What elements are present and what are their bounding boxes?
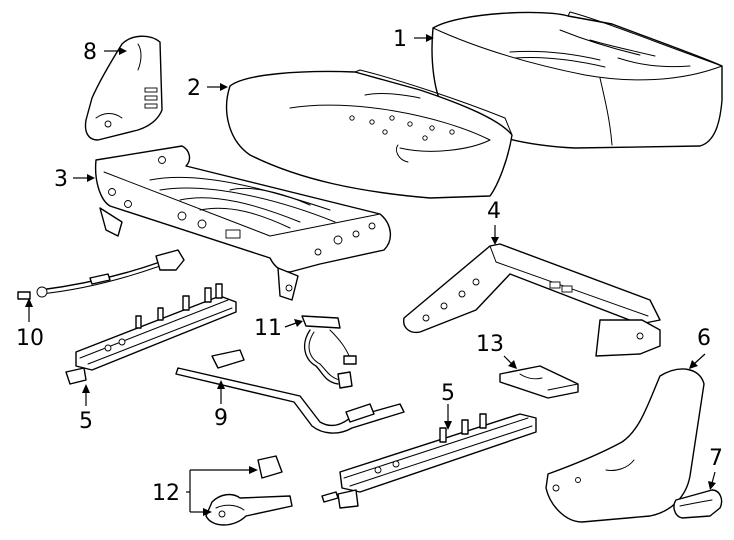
callout-3: 3 [54, 167, 68, 192]
callout-5-right: 5 [441, 381, 455, 406]
callout-9: 9 [214, 406, 228, 431]
seat-cushion-pad [225, 69, 513, 199]
seat-cushion-cover [431, 11, 723, 149]
callout-10: 10 [16, 326, 44, 351]
leader-lines [25, 34, 716, 516]
callout-13: 13 [476, 332, 504, 357]
callout-12: 12 [152, 481, 180, 506]
support-pad [499, 365, 579, 399]
cable-assembly [17, 249, 185, 300]
callout-4: 4 [487, 199, 501, 224]
callout-1: 1 [393, 27, 407, 52]
callout-labels: 1 2 3 4 5 5 6 7 8 9 10 11 12 13 [16, 27, 723, 506]
callout-11: 11 [254, 316, 282, 341]
wiring-harness [301, 315, 357, 389]
frame-support-bracket [403, 243, 661, 357]
seat-frame [94, 145, 391, 301]
track-cover-set [205, 455, 293, 526]
callout-6: 6 [697, 326, 711, 351]
inner-side-shield [84, 35, 163, 141]
callout-2: 2 [187, 76, 201, 101]
seat-track-left [65, 283, 237, 385]
callout-5-left: 5 [79, 409, 93, 434]
outer-side-shield [545, 368, 705, 523]
callout-7: 7 [709, 446, 723, 471]
callout-8: 8 [83, 40, 97, 65]
adjuster-knob [673, 489, 723, 519]
seat-track-right [321, 413, 537, 509]
release-rod [175, 349, 405, 434]
